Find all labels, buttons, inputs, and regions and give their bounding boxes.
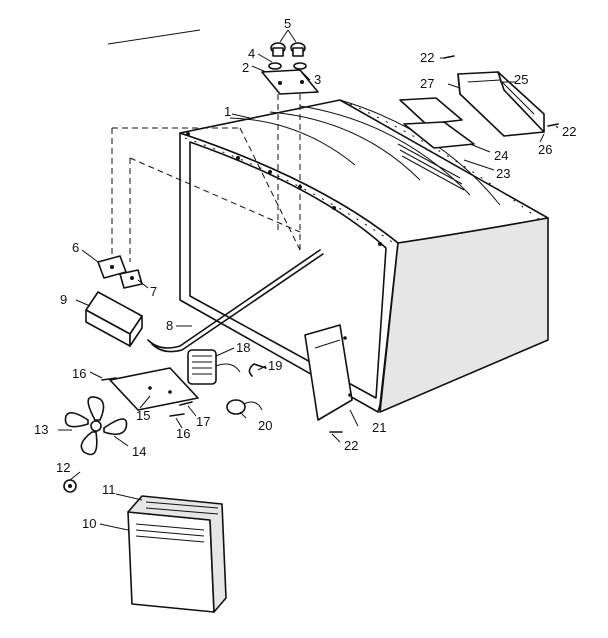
callout-14: 14 <box>132 444 146 459</box>
callout-26: 26 <box>538 142 552 157</box>
rod-8-edge <box>151 253 324 353</box>
callout-4: 4 <box>248 46 255 61</box>
callout-9: 9 <box>60 292 67 307</box>
callout-13: 13 <box>34 422 48 437</box>
screw-16a <box>101 377 117 381</box>
callout-6: 6 <box>72 240 79 255</box>
callout-25: 25 <box>514 72 528 87</box>
side-bracket <box>304 324 353 421</box>
clip-19 <box>248 363 267 377</box>
screw-16b <box>169 413 185 417</box>
top-vent <box>397 143 465 191</box>
strip-24 <box>403 121 475 149</box>
callout-23: 23 <box>496 166 510 181</box>
strip-27 <box>399 97 463 125</box>
callout-5: 5 <box>284 16 291 31</box>
stray-stroke <box>107 29 201 45</box>
screw-26 <box>547 123 559 127</box>
callout-22c: 22 <box>344 438 358 453</box>
washer-3 <box>293 62 307 70</box>
callout-22b: 22 <box>562 124 576 139</box>
callout-16b: 16 <box>176 426 190 441</box>
clip-7 <box>119 269 143 289</box>
callout-17: 17 <box>196 414 210 429</box>
callout-15: 15 <box>136 408 150 423</box>
callout-22a: 22 <box>420 50 434 65</box>
washer-4 <box>268 62 282 70</box>
duct-25 <box>457 71 545 137</box>
callout-labels: 1 2 3 4 5 6 7 8 9 10 11 12 13 14 15 16 1… <box>34 16 576 531</box>
callout-27: 27 <box>420 76 434 91</box>
callout-12: 12 <box>56 460 70 475</box>
callout-2: 2 <box>242 60 249 75</box>
callout-7: 7 <box>150 284 157 299</box>
callout-8: 8 <box>166 318 173 333</box>
callout-19: 19 <box>268 358 282 373</box>
callout-21: 21 <box>372 420 386 435</box>
callout-3: 3 <box>314 72 321 87</box>
cabinet-housing <box>179 99 549 413</box>
callout-24: 24 <box>494 148 508 163</box>
motor-18 <box>187 349 241 385</box>
top-mount-plate <box>261 69 319 95</box>
screw-22a <box>443 55 455 59</box>
fan-blade-14 <box>64 396 128 456</box>
callout-20: 20 <box>258 418 272 433</box>
callout-11: 11 <box>102 482 116 497</box>
callout-1: 1 <box>224 104 231 119</box>
callout-16a: 16 <box>72 366 86 381</box>
knob-5b <box>290 42 306 57</box>
callout-10: 10 <box>82 516 96 531</box>
tray-9 <box>85 291 143 347</box>
screw-17 <box>179 401 193 406</box>
leader-lines <box>58 29 559 531</box>
motor-mount-15 <box>109 367 199 411</box>
capacitor-20 <box>226 399 263 415</box>
callout-18: 18 <box>236 340 250 355</box>
nut-12 <box>63 479 77 493</box>
knob-5a <box>270 42 286 57</box>
rod-8 <box>147 249 321 349</box>
front-grille-10 <box>127 495 227 613</box>
